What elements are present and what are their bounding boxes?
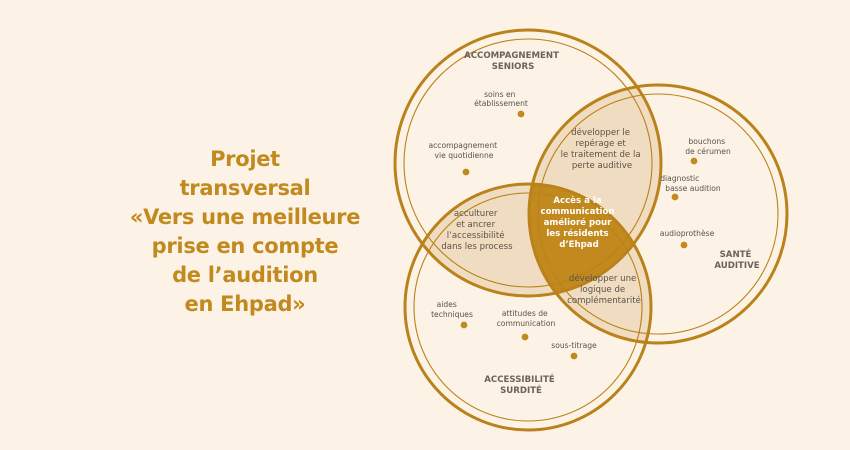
title-line: de l’audition	[172, 263, 318, 287]
dot-attitudes	[521, 333, 529, 341]
dot-accompagnement-vie	[462, 168, 470, 176]
title-line: Projet	[210, 147, 280, 171]
item-label-aides: aides techniques	[431, 300, 473, 319]
item-label-audioprothese: audioprothèse	[660, 229, 715, 238]
dot-bouchons	[690, 157, 698, 165]
item-label-diagnostic: diagnostic basse audition	[660, 174, 721, 193]
dot-aides	[460, 321, 468, 329]
center-label: Accès à la communication amélioré pour l…	[540, 195, 617, 250]
dot-audioprothese	[680, 241, 688, 249]
item-label-bouchons: bouchons de cérumen	[685, 137, 731, 156]
item-label-sous-titrage: sous-titrage	[551, 341, 597, 350]
intersection-label-complementarite: développer une logique de complémentarit…	[567, 273, 641, 306]
item-label-soins: soins en établissement	[474, 90, 528, 108]
set-label-accompagnement: ACCOMPAGNEMENT SENIORS	[464, 51, 562, 72]
item-label-accompagnement-vie: accompagnement vie quotidienne	[428, 141, 499, 160]
item-label-attitudes: attitudes de communication	[497, 309, 556, 328]
title-line: en Ehpad»	[184, 292, 306, 316]
title-line: «Vers une meilleure	[129, 205, 361, 229]
project-title: Projet transversal «Vers une meilleure p…	[90, 145, 400, 319]
set-label-accessibilite: ACCESSIBILITÉ SURDITÉ	[484, 373, 557, 396]
dot-soins	[517, 110, 525, 118]
intersection-label-reperage: développer le repérage et le traitement …	[561, 127, 644, 171]
dot-diagnostic	[671, 193, 679, 201]
intersection-label-acculturer: acculturer et ancrer l’accessibilité dan…	[441, 209, 513, 252]
circle-accessibilite-surdite	[403, 182, 653, 432]
title-line: prise en compte	[151, 234, 339, 258]
dot-sous-titrage	[570, 352, 578, 360]
circle-accompagnement-seniors	[393, 28, 663, 298]
center-intersection	[529, 184, 651, 296]
circle-sante-auditive	[527, 83, 789, 345]
set-label-sante: SANTÉ AUDITIVE	[714, 248, 759, 271]
title-line: transversal	[179, 176, 311, 200]
